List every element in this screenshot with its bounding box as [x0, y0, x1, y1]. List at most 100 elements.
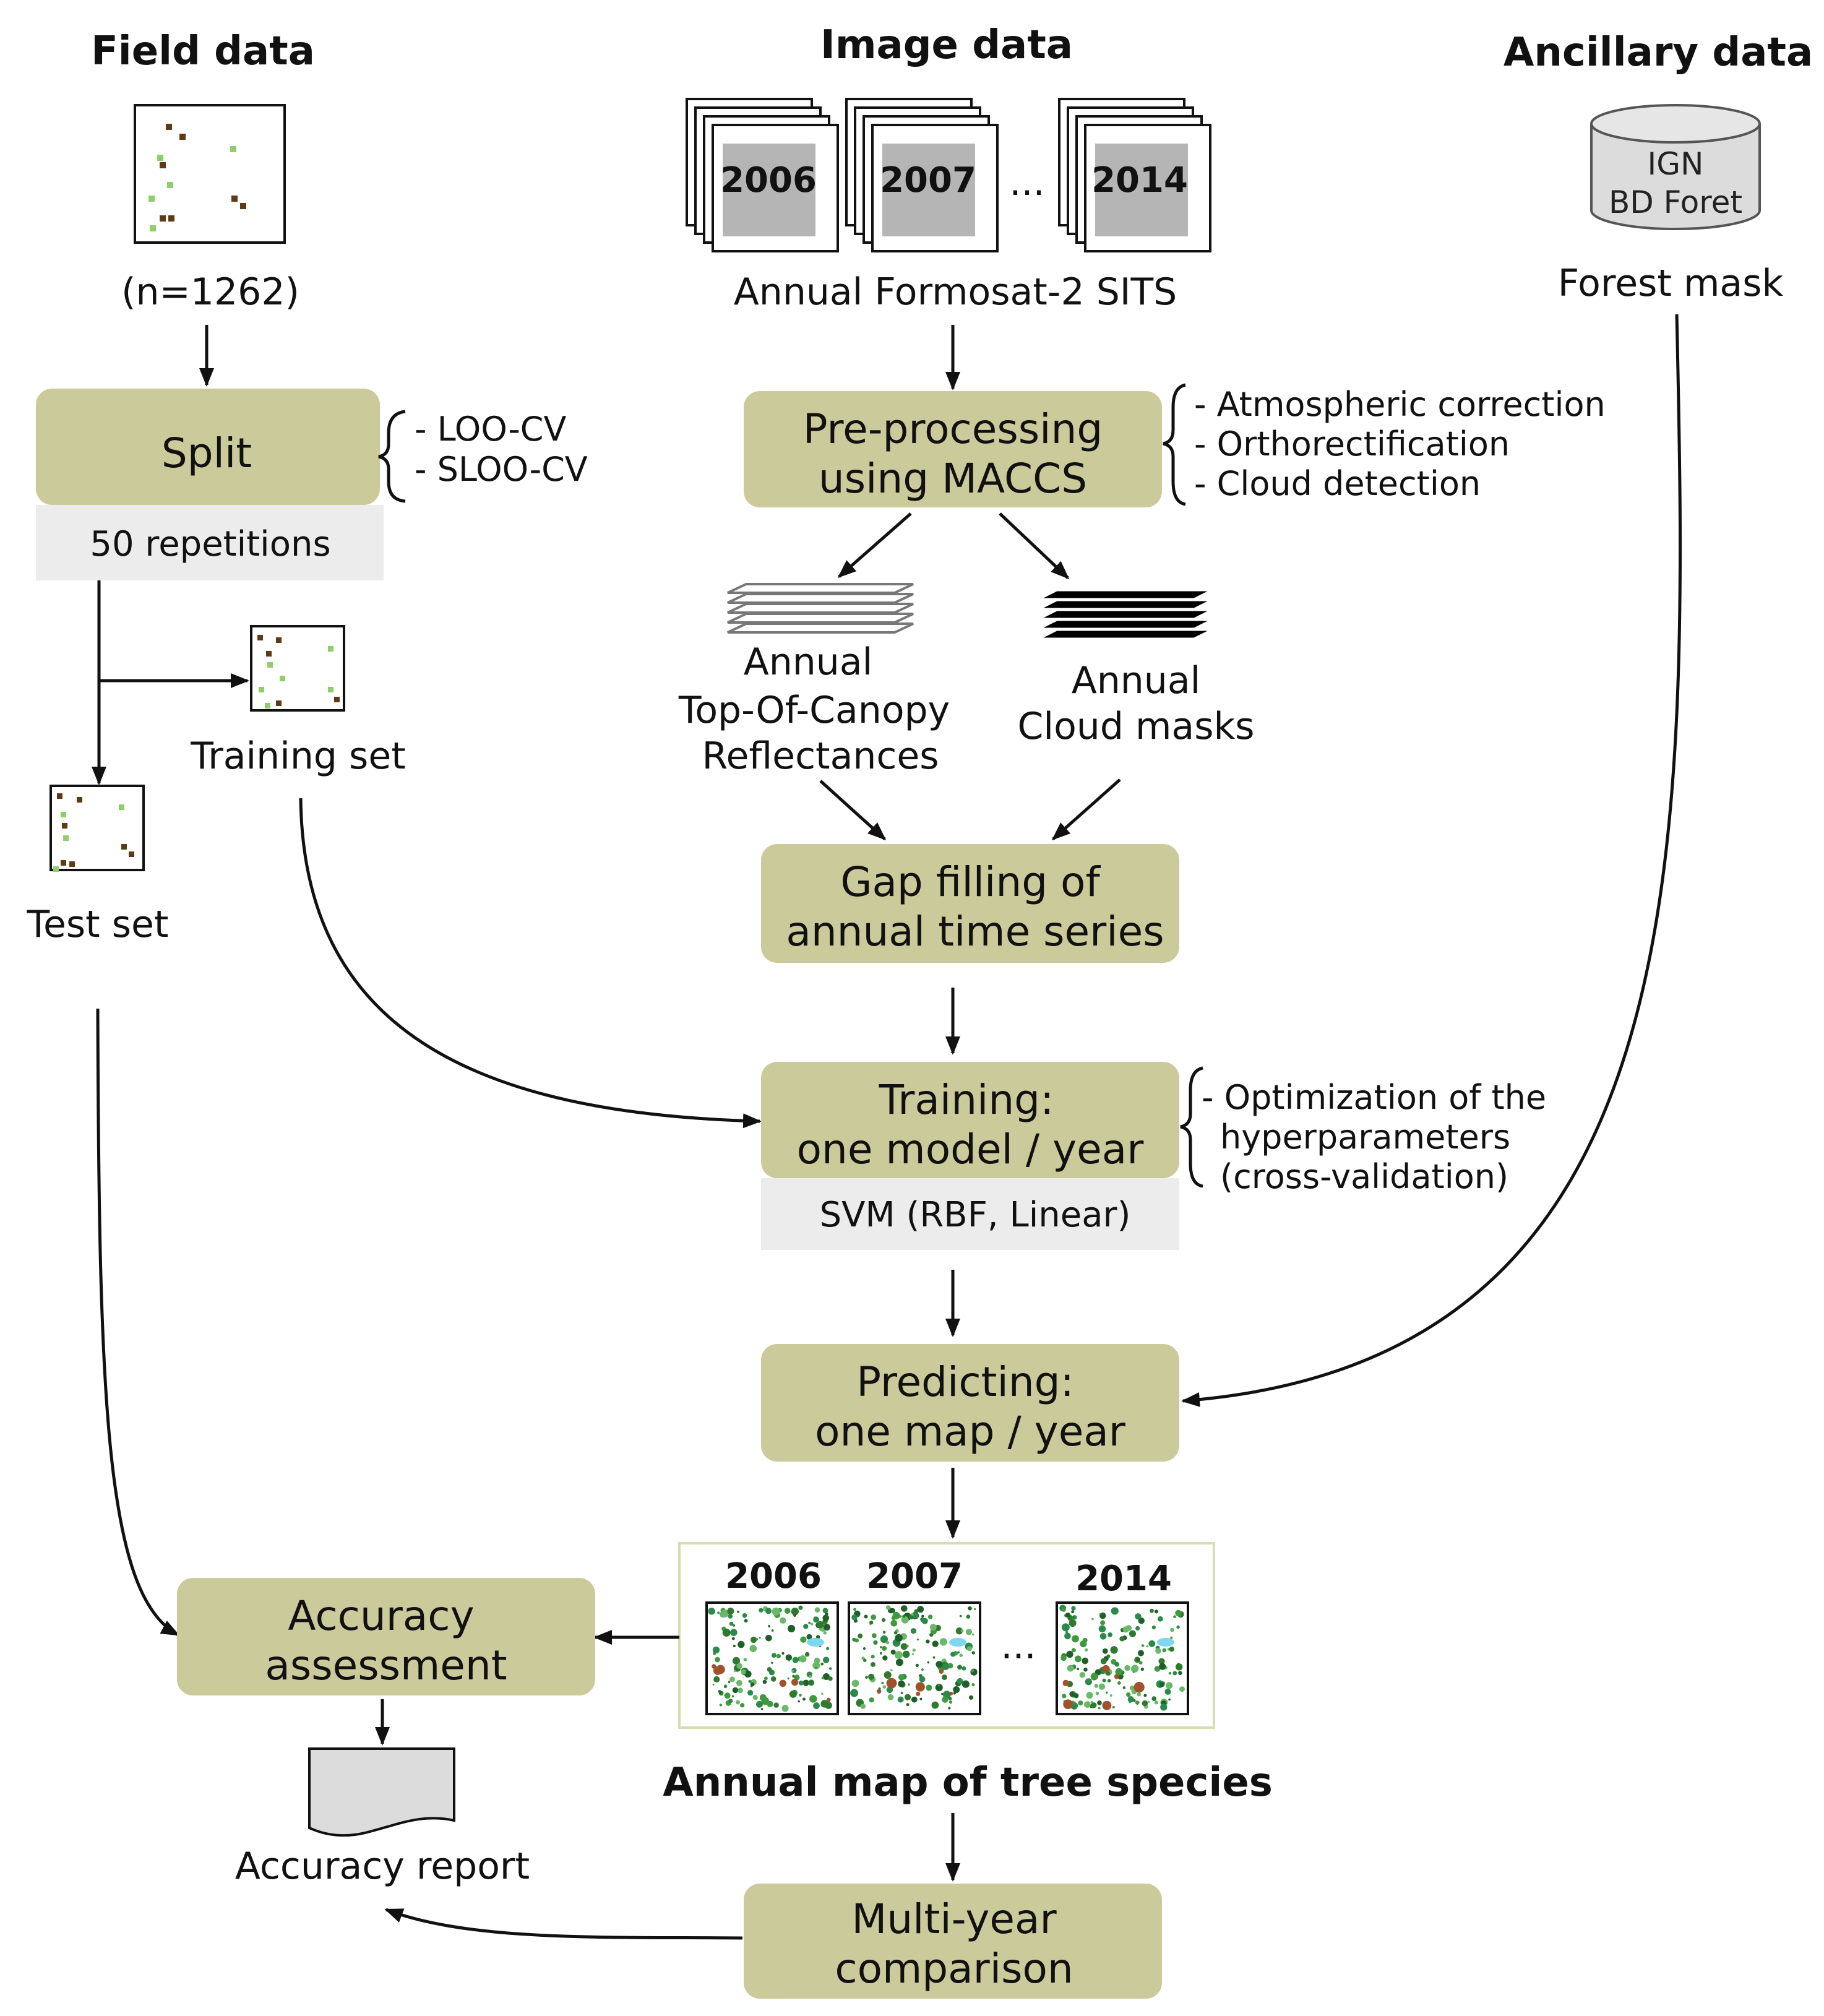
- species-map-speck: [911, 1613, 914, 1616]
- species-map-speck: [724, 1692, 731, 1699]
- bd-foret-database-icon: IGN BD Foret: [1590, 104, 1761, 230]
- species-map-speck: [765, 1634, 772, 1642]
- species-map-speck: [1148, 1640, 1156, 1647]
- species-map-speck: [1099, 1613, 1101, 1615]
- species-map-speck: [732, 1687, 739, 1694]
- species-map-speck: [894, 1651, 903, 1660]
- species-map-speck: [1142, 1700, 1148, 1707]
- species-map-speck: [1138, 1661, 1143, 1665]
- species-map-speck: [882, 1630, 886, 1634]
- species-map-speck: [1091, 1618, 1094, 1621]
- arrow-toc-to-gap: [819, 780, 887, 841]
- test-set-label: Test set: [27, 903, 169, 946]
- species-map-speck: [927, 1661, 930, 1664]
- species-map-speck: [814, 1607, 820, 1613]
- test-plot-marker: [119, 804, 124, 810]
- species-map-speck: [730, 1629, 738, 1636]
- training-plot-marker: [267, 662, 273, 668]
- species-map-speck: [853, 1608, 856, 1611]
- species-map-speck: [742, 1613, 747, 1618]
- field-plot-marker: [166, 124, 172, 130]
- annual-map-title: Annual map of tree species: [663, 1760, 1273, 1806]
- species-map-speck: [728, 1614, 733, 1619]
- species-map-speck: [869, 1697, 874, 1703]
- preprocessing-box: Pre-processing using MACCS: [744, 391, 1162, 507]
- multi-year-box: Multi-year comparison: [744, 1884, 1162, 1999]
- species-map-speck: [787, 1624, 796, 1633]
- species-map-speck: [715, 1656, 720, 1663]
- species-map-speck: [1066, 1650, 1073, 1658]
- species-map-speck: [942, 1663, 950, 1670]
- split-brace: [378, 410, 406, 503]
- arrow-preproc-to-cloud: [999, 512, 1070, 580]
- species-map-water: [807, 1638, 824, 1647]
- species-map-speck: [799, 1694, 802, 1697]
- field-plot-marker: [157, 155, 163, 161]
- species-map-speck: [1148, 1700, 1150, 1704]
- species-map-speck: [908, 1614, 914, 1620]
- split-note-loo: - LOO-CV: [415, 410, 567, 449]
- species-map-speck: [884, 1671, 892, 1679]
- image-data-header: Image data: [820, 22, 1073, 68]
- svm-box: [761, 1178, 1179, 1250]
- training-note-2: hyperparameters: [1220, 1118, 1510, 1157]
- species-map-speck: [1102, 1700, 1112, 1710]
- toc-line-1: Annual: [744, 640, 873, 684]
- species-map-speck: [825, 1702, 832, 1709]
- species-map-speck: [1154, 1666, 1161, 1672]
- test-plot-marker: [61, 860, 66, 866]
- accuracy-line-1: Accuracy: [288, 1592, 474, 1640]
- species-map-speck: [791, 1669, 794, 1673]
- arrow-multiyear-to-report: [384, 1908, 743, 1940]
- species-map-speck: [808, 1621, 811, 1624]
- species-map-speck: [1069, 1691, 1075, 1697]
- training-line-2: one model / year: [797, 1126, 1145, 1173]
- annual-maps-panel: 2006 2007 2014 ...: [678, 1542, 1215, 1729]
- field-count-label: (n=1262): [121, 270, 299, 314]
- species-map-speck: [771, 1629, 774, 1632]
- training-set-label: Training set: [190, 734, 406, 778]
- species-map-speck: [771, 1653, 776, 1658]
- gap-line-1: Gap filling of: [840, 858, 1101, 906]
- species-map-speck: [741, 1669, 746, 1675]
- species-map-speck: [823, 1631, 827, 1635]
- species-map-speck: [871, 1655, 875, 1659]
- species-map-speck: [800, 1636, 807, 1643]
- species-map-speck: [1119, 1636, 1125, 1642]
- species-map-speck: [890, 1608, 895, 1613]
- species-map-speck: [898, 1680, 905, 1687]
- species-map-speck: [890, 1669, 893, 1671]
- training-set-map: [250, 625, 345, 712]
- species-map-speck: [961, 1680, 970, 1688]
- species-map-speck: [1160, 1704, 1168, 1711]
- species-map-speck: [1141, 1644, 1145, 1647]
- species-map-speck: [733, 1624, 736, 1627]
- species-map-speck: [812, 1661, 820, 1669]
- species-map-speck: [718, 1690, 721, 1693]
- species-map-speck: [712, 1646, 720, 1654]
- species-map-speck: [911, 1653, 914, 1655]
- cloud-line-1: Annual: [1072, 659, 1201, 702]
- image-stack-2007: 2007: [845, 98, 999, 252]
- training-plot-marker: [276, 637, 282, 643]
- accuracy-assessment-box: Accuracy assessment: [177, 1578, 595, 1695]
- species-map-speck: [882, 1645, 887, 1651]
- split-note-sloo: - SLOO-CV: [415, 450, 588, 489]
- test-plot-marker: [77, 797, 82, 803]
- species-map-speck: [919, 1676, 926, 1682]
- species-map-speck: [1137, 1650, 1145, 1656]
- repetitions-box: [36, 505, 384, 580]
- predicting-box: Predicting: one map / year: [761, 1344, 1179, 1462]
- species-map-speck: [949, 1700, 953, 1704]
- species-map-speck: [1098, 1683, 1106, 1690]
- species-map-speck: [919, 1697, 923, 1700]
- species-map-speck: [1168, 1698, 1171, 1701]
- species-map-speck: [871, 1633, 877, 1639]
- training-plot-marker: [276, 700, 282, 706]
- species-map-speck: [885, 1605, 891, 1610]
- species-map-speck: [1175, 1663, 1183, 1671]
- field-plot-marker: [168, 215, 174, 222]
- species-map-2014: [1056, 1601, 1189, 1715]
- species-map-speck: [1083, 1667, 1088, 1672]
- species-map-speck: [820, 1662, 824, 1666]
